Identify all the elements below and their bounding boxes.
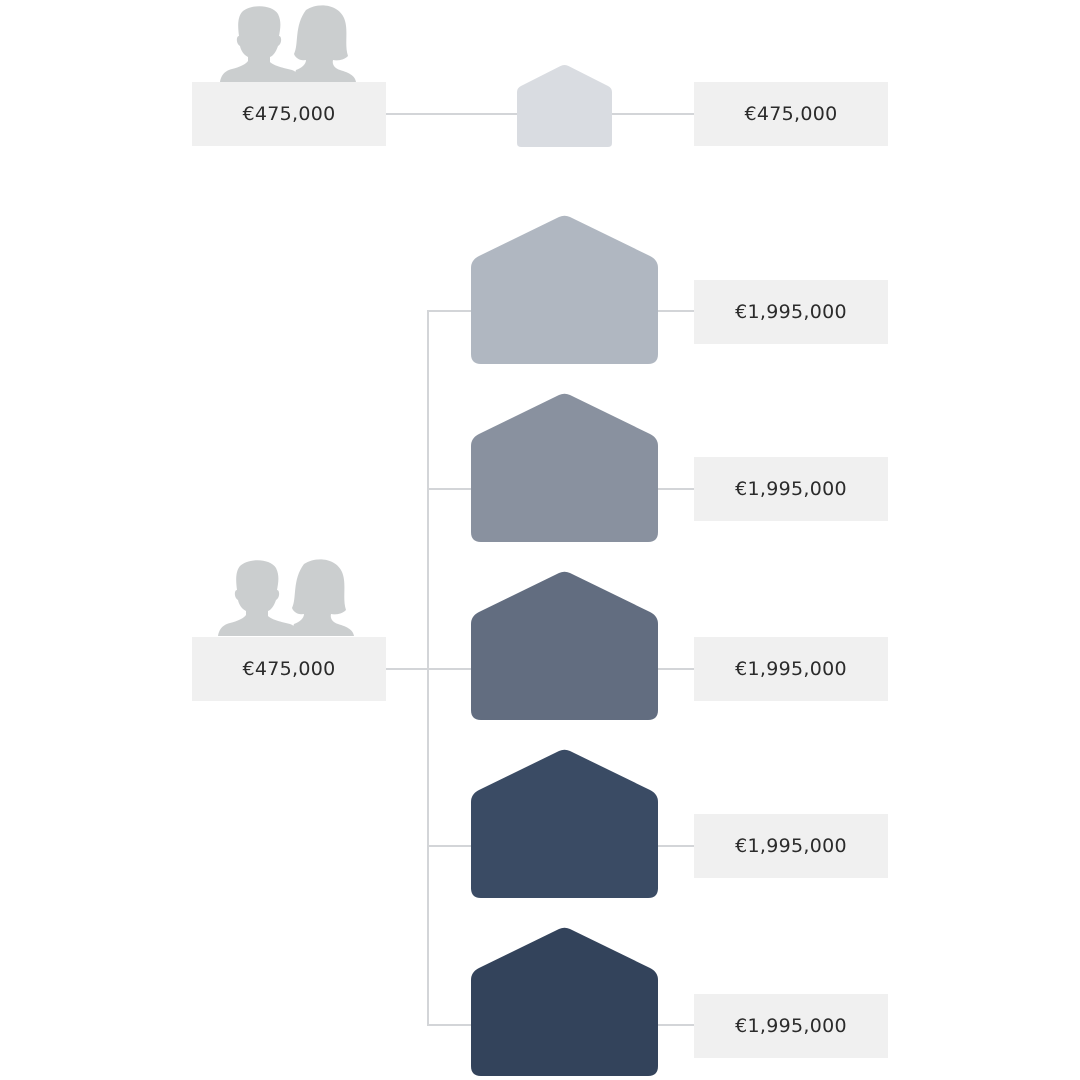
house-value-box: €475,000 [694, 82, 888, 146]
connector-line [611, 113, 695, 115]
house-icon [471, 393, 658, 542]
connector-line [386, 668, 428, 670]
owner-amount: €475,000 [242, 658, 336, 680]
house-value-box: €1,995,000 [694, 814, 888, 878]
house-icon [517, 65, 612, 147]
house-value-box: €1,995,000 [694, 637, 888, 701]
owner-amount: €475,000 [242, 103, 336, 125]
connector-line [657, 668, 695, 670]
connector-line [657, 845, 695, 847]
owner-amount-box: €475,000 [192, 82, 386, 146]
house-value: €475,000 [744, 103, 838, 125]
connector-line [428, 310, 472, 312]
connector-line [657, 310, 695, 312]
connector-line [428, 845, 472, 847]
house-icon [471, 749, 658, 898]
connector-line [428, 668, 472, 670]
house-value: €1,995,000 [735, 835, 847, 857]
connector-line [657, 488, 695, 490]
house-value: €1,995,000 [735, 658, 847, 680]
connector-line [657, 1024, 695, 1026]
connector-line [428, 488, 472, 490]
house-value: €1,995,000 [735, 1015, 847, 1037]
connector-line [428, 1024, 472, 1026]
house-icon [471, 215, 658, 364]
house-value-box: €1,995,000 [694, 994, 888, 1058]
house-icon [471, 927, 658, 1076]
house-value-box: €1,995,000 [694, 280, 888, 344]
house-value: €1,995,000 [735, 301, 847, 323]
owner-amount-box: €475,000 [192, 637, 386, 701]
connector-line [386, 113, 517, 115]
house-icon [471, 571, 658, 720]
house-value: €1,995,000 [735, 478, 847, 500]
couple-silhouette-icon [218, 559, 354, 636]
couple-silhouette-icon [220, 5, 356, 82]
house-value-box: €1,995,000 [694, 457, 888, 521]
